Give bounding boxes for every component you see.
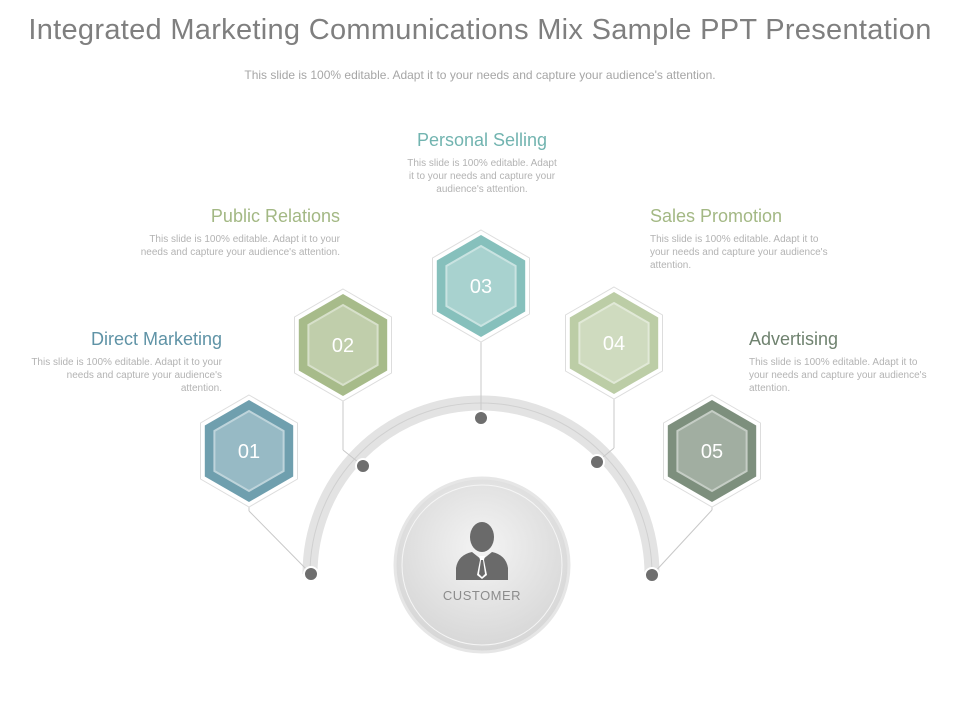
hexagon-inner — [676, 409, 748, 493]
item-block-03: Personal Selling This slide is 100% edit… — [396, 130, 568, 196]
hexagon-03: 03 — [432, 229, 530, 343]
item-text-03: This slide is 100% editable. Adapt it to… — [407, 158, 557, 195]
hexagon-01: 01 — [200, 394, 298, 508]
page-title: Integrated Marketing Communications Mix … — [28, 14, 932, 46]
item-text-02: This slide is 100% editable. Adapt it to… — [140, 234, 340, 258]
hexagon-inner — [445, 244, 517, 328]
hexagon-04: 04 — [565, 286, 663, 400]
hexagon-inner — [213, 409, 285, 493]
item-block-04: Sales Promotion This slide is 100% edita… — [650, 206, 840, 272]
item-block-05: Advertising This slide is 100% editable.… — [749, 329, 935, 395]
hexagon-02: 02 — [294, 288, 392, 402]
item-heading-01: Direct Marketing — [90, 329, 222, 349]
arc-dot-02 — [355, 458, 371, 474]
connector-line-01b — [248, 510, 312, 575]
arc-dot-05 — [644, 567, 660, 583]
hexagon-inner — [578, 301, 650, 385]
customer-label: CUSTOMER — [442, 588, 522, 603]
page-subtitle: This slide is 100% editable. Adapt it to… — [244, 68, 716, 82]
item-heading-02: Public Relations — [210, 206, 340, 226]
hexagon-number: 03 — [470, 276, 492, 298]
item-text-05: This slide is 100% editable. Adapt it to… — [749, 357, 927, 394]
hexagon-number: 04 — [603, 333, 625, 355]
arc-dot-04 — [589, 454, 605, 470]
hexagon-inner — [307, 303, 379, 387]
item-heading-05: Advertising — [749, 329, 839, 349]
item-block-01: Direct Marketing This slide is 100% edit… — [26, 329, 222, 395]
item-text-04: This slide is 100% editable. Adapt it to… — [650, 234, 828, 271]
item-heading-04: Sales Promotion — [650, 206, 783, 226]
arc-dot-01 — [303, 566, 319, 582]
user-icon — [456, 522, 508, 580]
hexagon-number: 01 — [238, 441, 260, 463]
hexagon-number: 05 — [701, 441, 723, 463]
connector-line-05b — [651, 509, 713, 576]
item-text-01: This slide is 100% editable. Adapt it to… — [31, 357, 222, 394]
hexagon-number: 02 — [332, 335, 354, 357]
arc-dot-03 — [473, 410, 489, 426]
item-heading-03: Personal Selling — [416, 130, 548, 150]
item-block-02: Public Relations This slide is 100% edit… — [140, 206, 340, 259]
hexagon-05: 05 — [663, 394, 761, 508]
